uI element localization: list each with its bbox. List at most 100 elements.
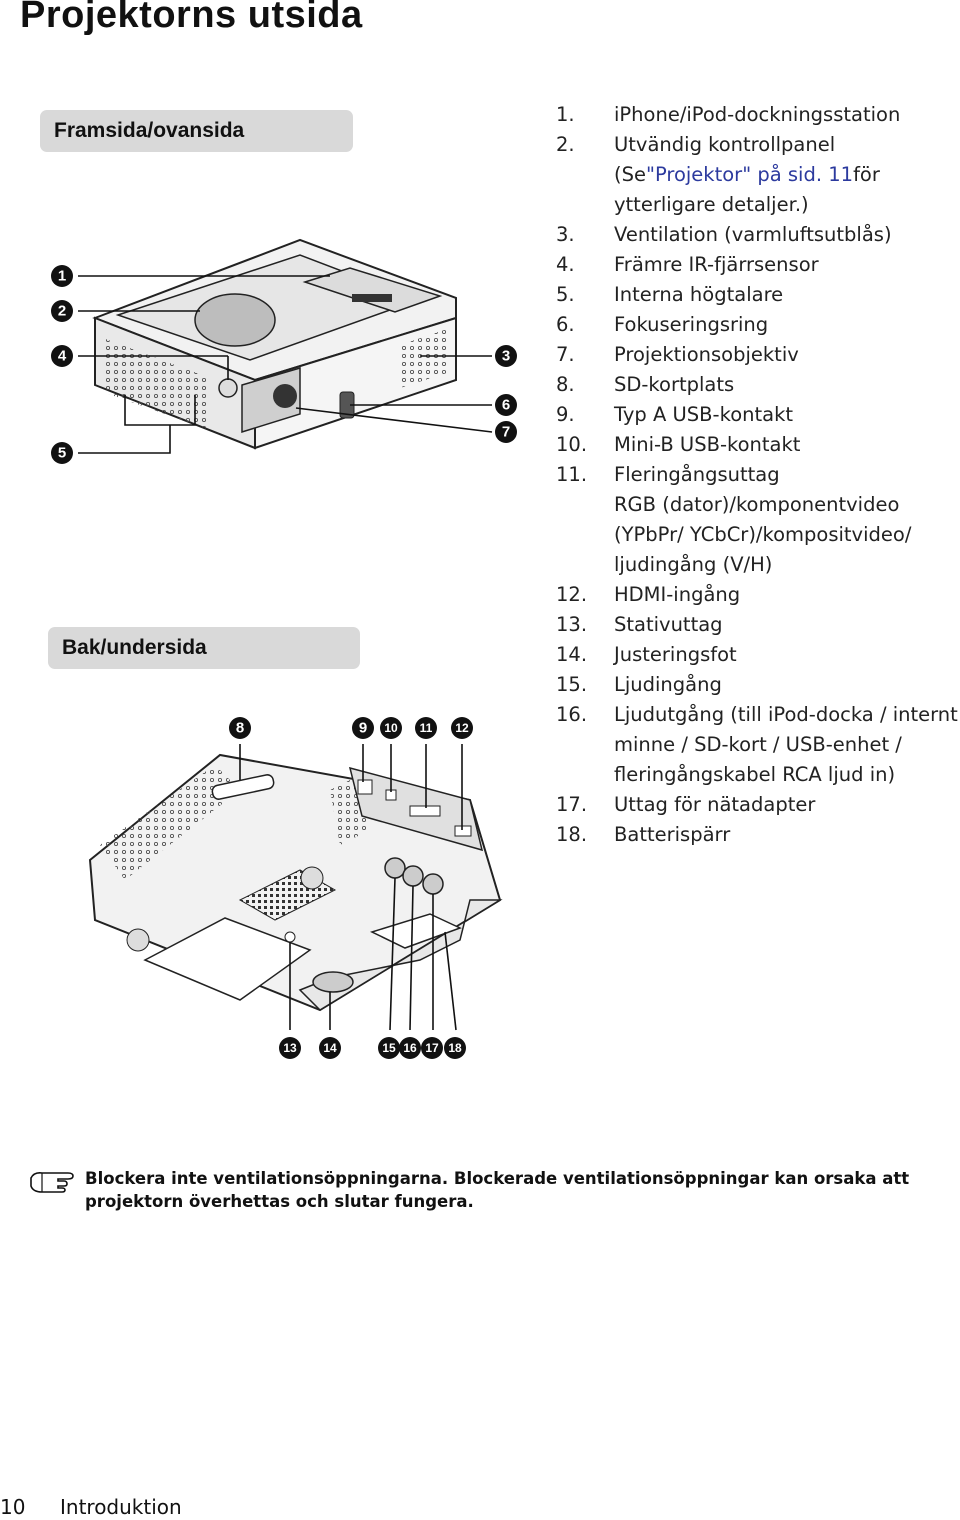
item-number: 17.	[556, 793, 588, 816]
item-number: 9.	[556, 403, 575, 426]
callout-2: 2	[51, 300, 73, 322]
item-number: 5.	[556, 283, 575, 306]
item-text: Ljudingång	[614, 673, 722, 696]
callout-18: 18	[444, 1037, 466, 1059]
list-item: 7. Projektionsobjektiv	[556, 340, 960, 370]
svg-text:11: 11	[420, 721, 433, 735]
item-text: Främre IR-fjärrsensor	[614, 253, 819, 276]
list-item-continuation: ytterligare detaljer.)	[556, 190, 960, 220]
svg-text:12: 12	[455, 721, 469, 735]
item-number: 7.	[556, 343, 575, 366]
front-leader-lines	[78, 275, 493, 454]
item-text: Typ A USB-kontakt	[614, 403, 794, 426]
item-number: 13.	[556, 613, 588, 636]
svg-text:2: 2	[58, 303, 66, 320]
item-text: (Se	[614, 163, 646, 186]
projector-front-view	[92, 238, 457, 450]
item-number: 16.	[556, 703, 588, 726]
list-item: 11. Fleringångsuttag	[556, 460, 960, 490]
item-number: 6.	[556, 313, 575, 336]
item-number: 1.	[556, 103, 575, 126]
page-title: Projektorns utsida	[20, 0, 363, 36]
list-item: 8.SD-kortplats	[556, 370, 960, 400]
svg-text:15: 15	[382, 1041, 396, 1055]
svg-text:16: 16	[403, 1041, 417, 1055]
section-label-back: Bak/undersida	[48, 627, 360, 669]
callout-4: 4	[51, 345, 73, 367]
item-text: Projektionsobjektiv	[614, 343, 799, 366]
item-text: ljudingång (V/H)	[614, 553, 773, 576]
list-item: 16. Ljudutgång (till iPod-docka / internt	[556, 700, 960, 730]
list-item: 6. Fokuseringsring	[556, 310, 960, 340]
svg-text:6: 6	[502, 397, 510, 414]
section-label-front-text: Framsida/ovansida	[54, 119, 245, 142]
item-text: Fleringångsuttag	[614, 463, 780, 486]
callout-17: 17	[421, 1037, 443, 1059]
item-text: för	[853, 163, 880, 186]
svg-text:3: 3	[502, 348, 510, 365]
item-number: 4.	[556, 253, 575, 276]
svg-text:18: 18	[448, 1041, 462, 1055]
list-item: 15. Ljudingång	[556, 670, 960, 700]
section-label-front: Framsida/ovansida	[40, 110, 353, 152]
item-number: 3.	[556, 223, 575, 246]
item-text: Interna högtalare	[614, 283, 784, 306]
item-text: Utvändig kontrollpanel	[614, 133, 836, 156]
callout-14: 14	[319, 1037, 341, 1059]
item-text: HDMI-ingång	[614, 583, 741, 606]
list-item: 2. Utvändig kontrollpanel	[556, 130, 960, 160]
list-item-continuation: ljudingång (V/H)	[556, 550, 960, 580]
callout-12: 12	[451, 717, 473, 739]
item-text: Stativuttag	[614, 613, 723, 636]
list-item: 12. HDMI-ingång	[556, 580, 960, 610]
ventilation-note: Blockera inte ventilationsöppningarna. B…	[85, 1169, 910, 1211]
item-text: SD-kortplats	[614, 373, 735, 396]
callout-7: 7	[495, 421, 517, 443]
svg-text:10: 10	[384, 721, 398, 735]
callout-13: 13	[279, 1037, 301, 1059]
callout-11: 11	[415, 717, 437, 739]
list-item-continuation: RGB (dator)/komponentvideo	[556, 490, 960, 520]
item-text: Mini-B USB-kontakt	[614, 433, 801, 456]
list-item: 10.Mini-B USB-kontakt	[556, 430, 960, 460]
page-number: 10	[0, 1495, 26, 1519]
back-leader-lines	[239, 744, 463, 1031]
callout-16: 16	[399, 1037, 421, 1059]
callout-5: 5	[51, 442, 73, 464]
list-item: 3. Ventilation (varmluftsutblås)	[556, 220, 960, 250]
page-reference-link[interactable]: "Projektor" på sid. 11	[645, 163, 854, 186]
svg-text:17: 17	[425, 1041, 439, 1055]
svg-text:7: 7	[502, 424, 510, 441]
list-item-continuation: (YPbPr/ YCbCr)/kompositvideo/	[556, 520, 960, 550]
list-item-continuation: fleringångskabel RCA ljud in)	[556, 760, 960, 790]
projector-back-view	[88, 753, 503, 1012]
chapter-name: Introduktion	[60, 1495, 182, 1519]
list-item: 4. Främre IR-fjärrsensor	[556, 250, 960, 280]
pointing-hand-icon	[30, 1172, 74, 1193]
parts-list: 1. iPhone/iPod-dockningsstation 2. Utvändi…	[556, 100, 960, 850]
list-item: 17.Uttag för nätadapter	[556, 790, 960, 820]
svg-text:14: 14	[323, 1041, 337, 1055]
item-number: 18.	[556, 823, 588, 846]
callout-9: 9	[352, 717, 374, 739]
section-label-back-text: Bak/undersida	[62, 636, 207, 659]
list-item: 14.Justeringsfot	[556, 640, 960, 670]
callout-1: 1	[51, 265, 73, 287]
item-text: minne / SD-kort / USB-enhet /	[614, 733, 902, 756]
item-text: Ljudutgång (till iPod-docka / internt	[614, 703, 958, 726]
svg-text:1: 1	[58, 268, 66, 285]
callout-15: 15	[378, 1037, 400, 1059]
svg-text:13: 13	[283, 1041, 297, 1055]
item-text: iPhone/iPod-dockningsstation	[614, 103, 901, 126]
item-number: 12.	[556, 583, 588, 606]
item-text: fleringångskabel RCA ljud in)	[614, 763, 896, 786]
item-number: 2.	[556, 133, 575, 156]
callout-badges: 1 2 4 5 3 6 7 8 9 10 11 12 13 14 15 16 1…	[51, 265, 517, 1059]
item-number: 15.	[556, 673, 588, 696]
item-number: 11.	[556, 463, 588, 486]
svg-text:8: 8	[236, 720, 244, 737]
item-text: Fokuseringsring	[614, 313, 769, 336]
svg-text:5: 5	[58, 445, 66, 462]
item-text: Ventilation (varmluftsutblås)	[614, 223, 892, 246]
list-item: 1. iPhone/iPod-dockningsstation	[556, 100, 960, 130]
